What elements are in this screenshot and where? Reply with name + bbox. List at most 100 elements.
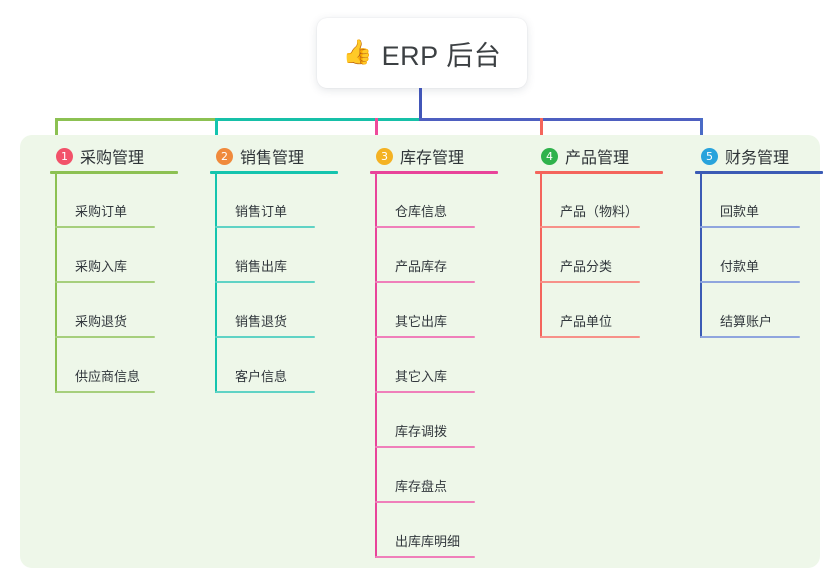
list-item-label: 采购订单 <box>75 204 128 219</box>
list-item-rule <box>540 281 640 283</box>
branch-title: 产品管理 <box>565 150 630 167</box>
list-item-label: 供应商信息 <box>75 369 141 384</box>
root-node-title: ERP 后台 <box>381 40 502 71</box>
list-item-rule <box>215 226 315 228</box>
list-item-rule <box>55 281 155 283</box>
list-item-label: 产品（物料） <box>560 204 639 219</box>
branch-item-list: 回款单付款单结算账户 <box>700 173 839 338</box>
branch-title: 销售管理 <box>240 150 305 167</box>
list-item[interactable]: 库存盘点 <box>375 448 515 503</box>
list-item-rule <box>700 226 800 228</box>
branch-header-rule <box>695 171 823 174</box>
list-item-rule <box>540 226 640 228</box>
branch-number-badge: 2 <box>216 147 233 165</box>
branch-header-4[interactable]: 4 产品管理 <box>541 144 629 168</box>
branch-header-rule <box>370 171 498 174</box>
list-item-rule <box>375 336 475 338</box>
list-item-label: 采购退货 <box>75 314 128 329</box>
branch-stem <box>375 173 377 558</box>
branch-number-badge: 3 <box>376 147 393 165</box>
branch-header-rule <box>210 171 338 174</box>
list-item-rule <box>375 501 475 503</box>
list-item[interactable]: 供应商信息 <box>55 338 195 393</box>
list-item-label: 销售退货 <box>235 314 288 329</box>
branch-title: 库存管理 <box>400 150 465 167</box>
branch-item-list: 产品（物料） 产品分类产品单位 <box>540 173 680 338</box>
list-item[interactable]: 销售出库 <box>215 228 355 283</box>
list-item-rule <box>375 226 475 228</box>
list-item[interactable]: 产品（物料） <box>540 173 680 228</box>
list-item-label: 出库库明细 <box>395 534 461 549</box>
list-item[interactable]: 其它出库 <box>375 283 515 338</box>
branch-number-badge: 4 <box>541 147 558 165</box>
list-item-rule <box>375 446 475 448</box>
list-item-rule <box>375 281 475 283</box>
branches-panel: 1 采购管理采购订单采购入库采购退货供应商信息 2 销售管理销售订单销售出库销售退货客… <box>20 135 823 568</box>
branch-header-rule <box>535 171 663 174</box>
branch-bar-segment-3 <box>419 118 703 121</box>
branch-stem <box>55 173 57 393</box>
list-item-label: 仓库信息 <box>395 204 448 219</box>
branch-stem <box>700 173 702 338</box>
branch-header-rule <box>50 171 178 174</box>
branch-header-3[interactable]: 3 库存管理 <box>376 144 464 168</box>
list-item-label: 回款单 <box>720 204 760 219</box>
branch-title: 采购管理 <box>80 150 145 167</box>
list-item-label: 库存调拨 <box>395 424 448 439</box>
list-item-label: 库存盘点 <box>395 479 448 494</box>
list-item[interactable]: 付款单 <box>700 228 839 283</box>
root-node-card[interactable]: 👍 ERP 后台 <box>317 18 527 88</box>
list-item[interactable]: 结算账户 <box>700 283 839 338</box>
list-item[interactable]: 产品单位 <box>540 283 680 338</box>
list-item-rule <box>700 281 800 283</box>
list-item[interactable]: 仓库信息 <box>375 173 515 228</box>
list-item-rule <box>700 336 800 338</box>
branch-number-badge: 5 <box>701 147 718 165</box>
list-item-rule <box>55 226 155 228</box>
branch-item-list: 销售订单销售出库销售退货客户信息 <box>215 173 355 393</box>
branch-item-list: 仓库信息产品库存其它出库其它入库库存调拨库存盘点出库库明细 <box>375 173 515 558</box>
list-item-rule <box>375 556 475 558</box>
list-item[interactable]: 客户信息 <box>215 338 355 393</box>
list-item-label: 产品库存 <box>395 259 448 274</box>
list-item-rule <box>540 336 640 338</box>
list-item-label: 付款单 <box>720 259 760 274</box>
list-item-rule <box>55 336 155 338</box>
list-item-label: 产品单位 <box>560 314 613 329</box>
list-item[interactable]: 其它入库 <box>375 338 515 393</box>
branch-number-badge: 1 <box>56 147 73 165</box>
list-item-label: 销售出库 <box>235 259 288 274</box>
thumbs-up-icon: 👍 <box>342 39 373 66</box>
branch-header-1[interactable]: 1 采购管理 <box>56 144 144 168</box>
list-item[interactable]: 销售订单 <box>215 173 355 228</box>
root-drop-connector <box>419 88 422 121</box>
list-item-label: 销售订单 <box>235 204 288 219</box>
branch-header-2[interactable]: 2 销售管理 <box>216 144 304 168</box>
branch-stem <box>215 173 217 393</box>
list-item-rule <box>215 391 315 393</box>
branch-bar-segment-1 <box>55 118 215 121</box>
list-item-label: 结算账户 <box>720 314 773 329</box>
branch-bar-segment-2 <box>215 118 419 121</box>
list-item-rule <box>55 391 155 393</box>
list-item-label: 其它入库 <box>395 369 448 384</box>
list-item[interactable]: 采购订单 <box>55 173 195 228</box>
list-item-label: 其它出库 <box>395 314 448 329</box>
list-item[interactable]: 库存调拨 <box>375 393 515 448</box>
list-item-label: 产品分类 <box>560 259 613 274</box>
branch-title: 财务管理 <box>725 150 790 167</box>
branch-header-5[interactable]: 5 财务管理 <box>701 144 789 168</box>
branch-stem <box>540 173 542 338</box>
list-item-rule <box>375 391 475 393</box>
list-item-rule <box>215 336 315 338</box>
list-item[interactable]: 采购入库 <box>55 228 195 283</box>
list-item[interactable]: 销售退货 <box>215 283 355 338</box>
branch-item-list: 采购订单采购入库采购退货供应商信息 <box>55 173 195 393</box>
list-item-label: 采购入库 <box>75 259 128 274</box>
list-item[interactable]: 采购退货 <box>55 283 195 338</box>
list-item[interactable]: 产品分类 <box>540 228 680 283</box>
list-item[interactable]: 回款单 <box>700 173 839 228</box>
list-item[interactable]: 产品库存 <box>375 228 515 283</box>
list-item-label: 客户信息 <box>235 369 288 384</box>
list-item[interactable]: 出库库明细 <box>375 503 515 558</box>
